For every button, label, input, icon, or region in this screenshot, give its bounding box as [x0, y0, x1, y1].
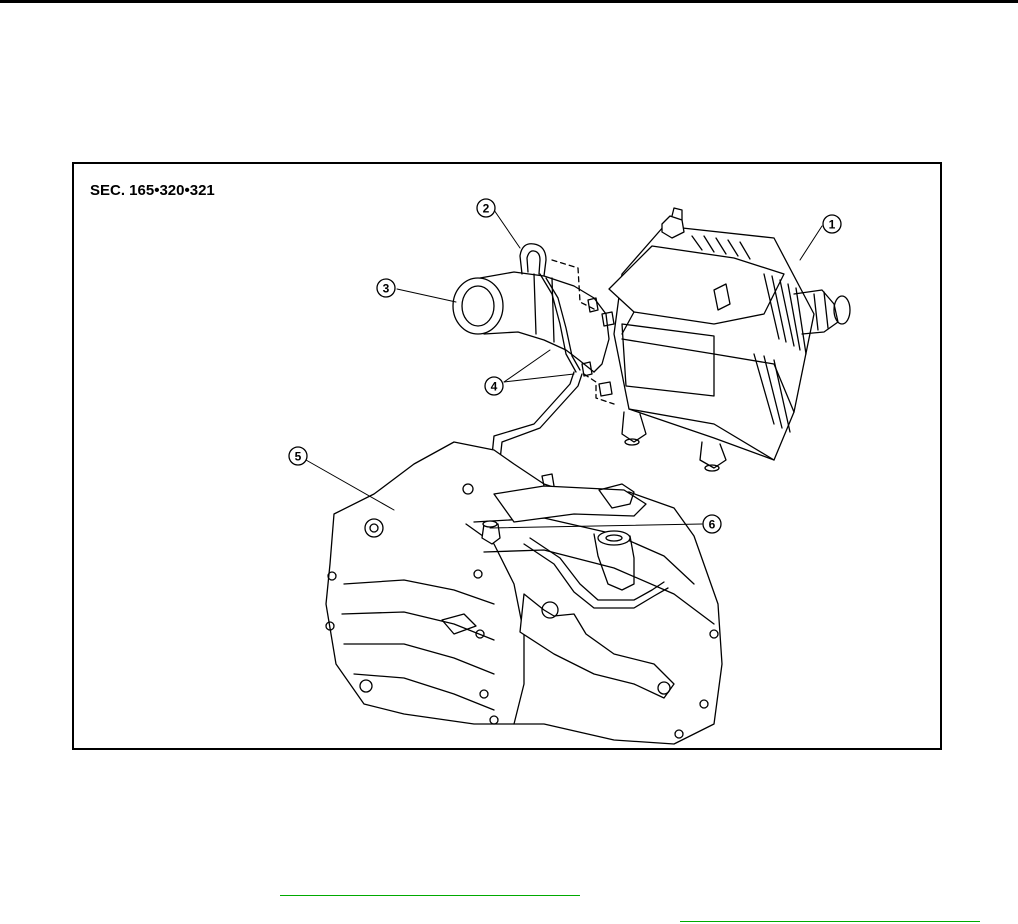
figure-frame: SEC. 165•320•321	[72, 162, 942, 750]
breather-hose-illustration	[520, 244, 614, 404]
link-underline-1[interactable]	[280, 895, 580, 896]
callout-6: 6	[703, 515, 721, 533]
callout-1: 1	[823, 215, 841, 233]
callout-4: 4	[485, 377, 503, 395]
transaxle-illustration	[326, 442, 722, 744]
svg-text:2: 2	[483, 202, 490, 216]
callout-5: 5	[289, 447, 307, 465]
callout-2: 2	[477, 199, 495, 217]
svg-text:5: 5	[295, 450, 302, 464]
svg-text:4: 4	[491, 380, 498, 394]
parts-diagram: 1 2 3 4 5 6	[74, 164, 940, 748]
air-cleaner-illustration	[599, 208, 850, 471]
callout-3: 3	[377, 279, 395, 297]
link-underline-2[interactable]	[680, 921, 980, 922]
svg-text:1: 1	[829, 218, 836, 232]
intake-duct-illustration	[453, 272, 609, 372]
svg-text:6: 6	[709, 518, 716, 532]
svg-text:3: 3	[383, 282, 390, 296]
top-rule	[0, 0, 1018, 3]
